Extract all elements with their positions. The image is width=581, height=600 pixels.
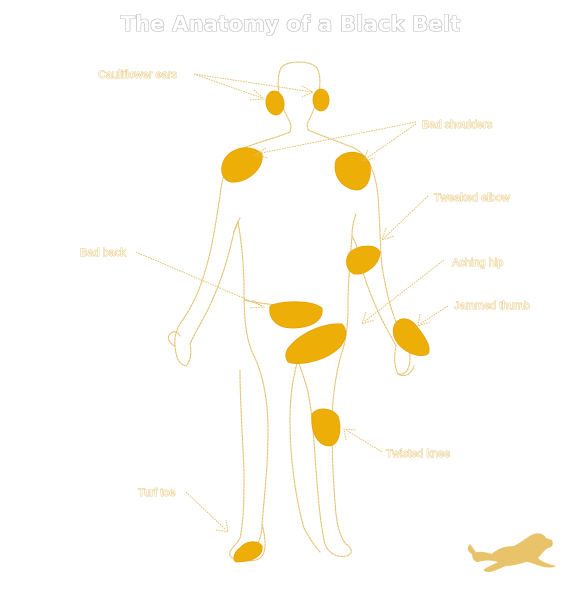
arrow-back: [135, 251, 266, 309]
arrow-knee: [343, 428, 383, 453]
injury-ear-left: [265, 90, 285, 116]
injury-shoulder-left: [221, 147, 263, 183]
label-cauliflower-ears: Cauliflower ears: [98, 69, 177, 81]
labels: Cauliflower ears Bad shoulders Tweaked e…: [80, 69, 531, 500]
label-jammed-thumb: Jammed thumb: [454, 300, 530, 312]
inner-arm-left: [233, 217, 241, 233]
injury-ear-right: [312, 88, 330, 112]
injury-thumb: [392, 318, 430, 356]
hand-right: [397, 365, 415, 377]
injury-hip: [285, 323, 347, 364]
crotch-line: [289, 359, 321, 553]
torso-outline: [174, 131, 291, 559]
inner-arm-right: [351, 213, 357, 237]
arrow-hip: [361, 259, 445, 325]
injury-zones: [221, 88, 430, 563]
label-aching-hip: Aching hip: [452, 257, 503, 269]
injury-elbow: [346, 245, 381, 275]
label-twisted-knee: Twisted knee: [386, 448, 450, 460]
arrow-ears: [193, 73, 315, 101]
injury-knee: [311, 408, 341, 447]
arrow-toe: [185, 491, 229, 533]
label-bad-back: Bad back: [80, 247, 126, 259]
arrow-elbow: [381, 195, 429, 241]
arrow-shoulders: [253, 121, 417, 162]
page-title: The Anatomy of a Black Belt: [120, 12, 461, 36]
arrows: [135, 73, 449, 533]
label-bad-shoulders: Bad shoulders: [422, 119, 493, 131]
label-turf-toe: Turf toe: [138, 487, 176, 499]
injury-back: [269, 301, 323, 329]
torso-right: [297, 129, 411, 557]
arrow-thumb: [417, 305, 449, 327]
leaping-cat-logo: [467, 533, 556, 572]
hand-left: [167, 331, 181, 347]
injury-shoulder-right: [334, 151, 371, 191]
label-tweaked-elbow: Tweaked elbow: [434, 192, 510, 204]
injury-toe: [233, 541, 263, 563]
